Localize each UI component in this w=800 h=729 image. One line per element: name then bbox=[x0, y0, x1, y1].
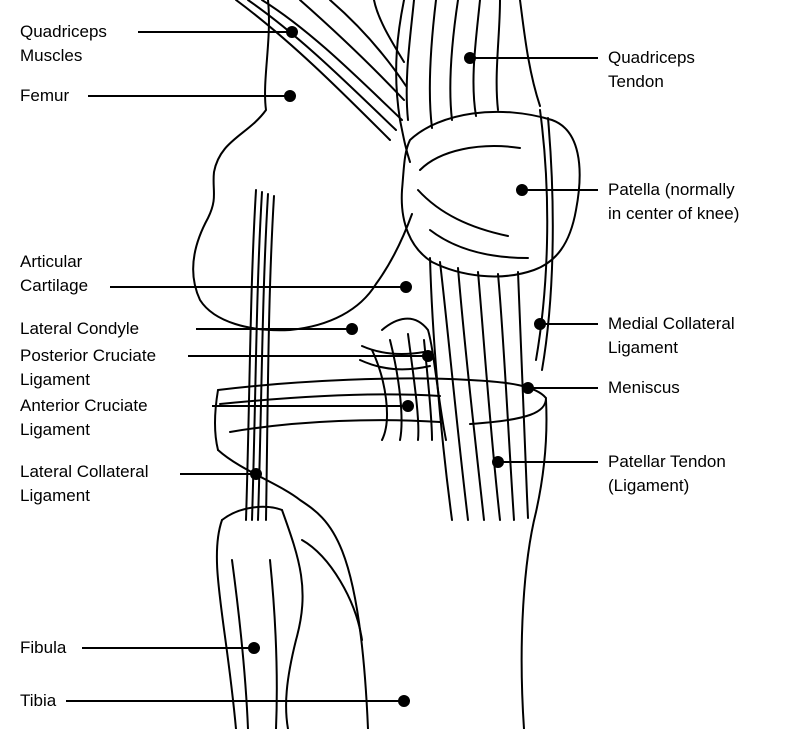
dot-lateral-condyle bbox=[346, 323, 358, 335]
dot-patellar-tendon bbox=[492, 456, 504, 468]
dot-anterior-cruciate bbox=[402, 400, 414, 412]
dot-quadriceps-muscles bbox=[286, 26, 298, 38]
dot-posterior-cruciate bbox=[422, 350, 434, 362]
dot-tibia bbox=[398, 695, 410, 707]
label-lateral-collateral: Lateral Collateral Ligament bbox=[20, 462, 149, 505]
label-femur: Femur bbox=[20, 86, 70, 105]
label-quadriceps-muscles: Quadriceps Muscles bbox=[20, 22, 107, 65]
patella-outline bbox=[400, 110, 581, 278]
femur-outline bbox=[192, 0, 413, 332]
label-articular-cartilage: Articular Cartilage bbox=[20, 252, 89, 295]
label-fibula: Fibula bbox=[20, 638, 67, 657]
dot-lateral-collateral bbox=[250, 468, 262, 480]
dot-meniscus bbox=[522, 382, 534, 394]
dot-patella bbox=[516, 184, 528, 196]
dot-medial-collateral bbox=[534, 318, 546, 330]
label-tibia: Tibia bbox=[20, 691, 57, 710]
dot-fibula bbox=[248, 642, 260, 654]
label-meniscus: Meniscus bbox=[608, 378, 680, 397]
label-medial-collateral: Medial Collateral Ligament bbox=[608, 314, 735, 357]
fibula-outline bbox=[215, 519, 237, 729]
label-anterior-cruciate: Anterior Cruciate Ligament bbox=[20, 396, 148, 439]
label-patella: Patella (normally in center of knee) bbox=[608, 180, 740, 223]
dot-quadriceps-tendon bbox=[464, 52, 476, 64]
tibia-plateau bbox=[217, 377, 547, 425]
label-quadriceps-tendon: Quadriceps Tendon bbox=[608, 48, 695, 91]
label-posterior-cruciate: Posterior Cruciate Ligament bbox=[20, 346, 157, 389]
dot-femur bbox=[284, 90, 296, 102]
dot-articular-cartilage bbox=[400, 281, 412, 293]
label-patellar-tendon: Patellar Tendon (Ligament) bbox=[608, 452, 726, 495]
label-lateral-condyle: Lateral Condyle bbox=[20, 319, 140, 338]
